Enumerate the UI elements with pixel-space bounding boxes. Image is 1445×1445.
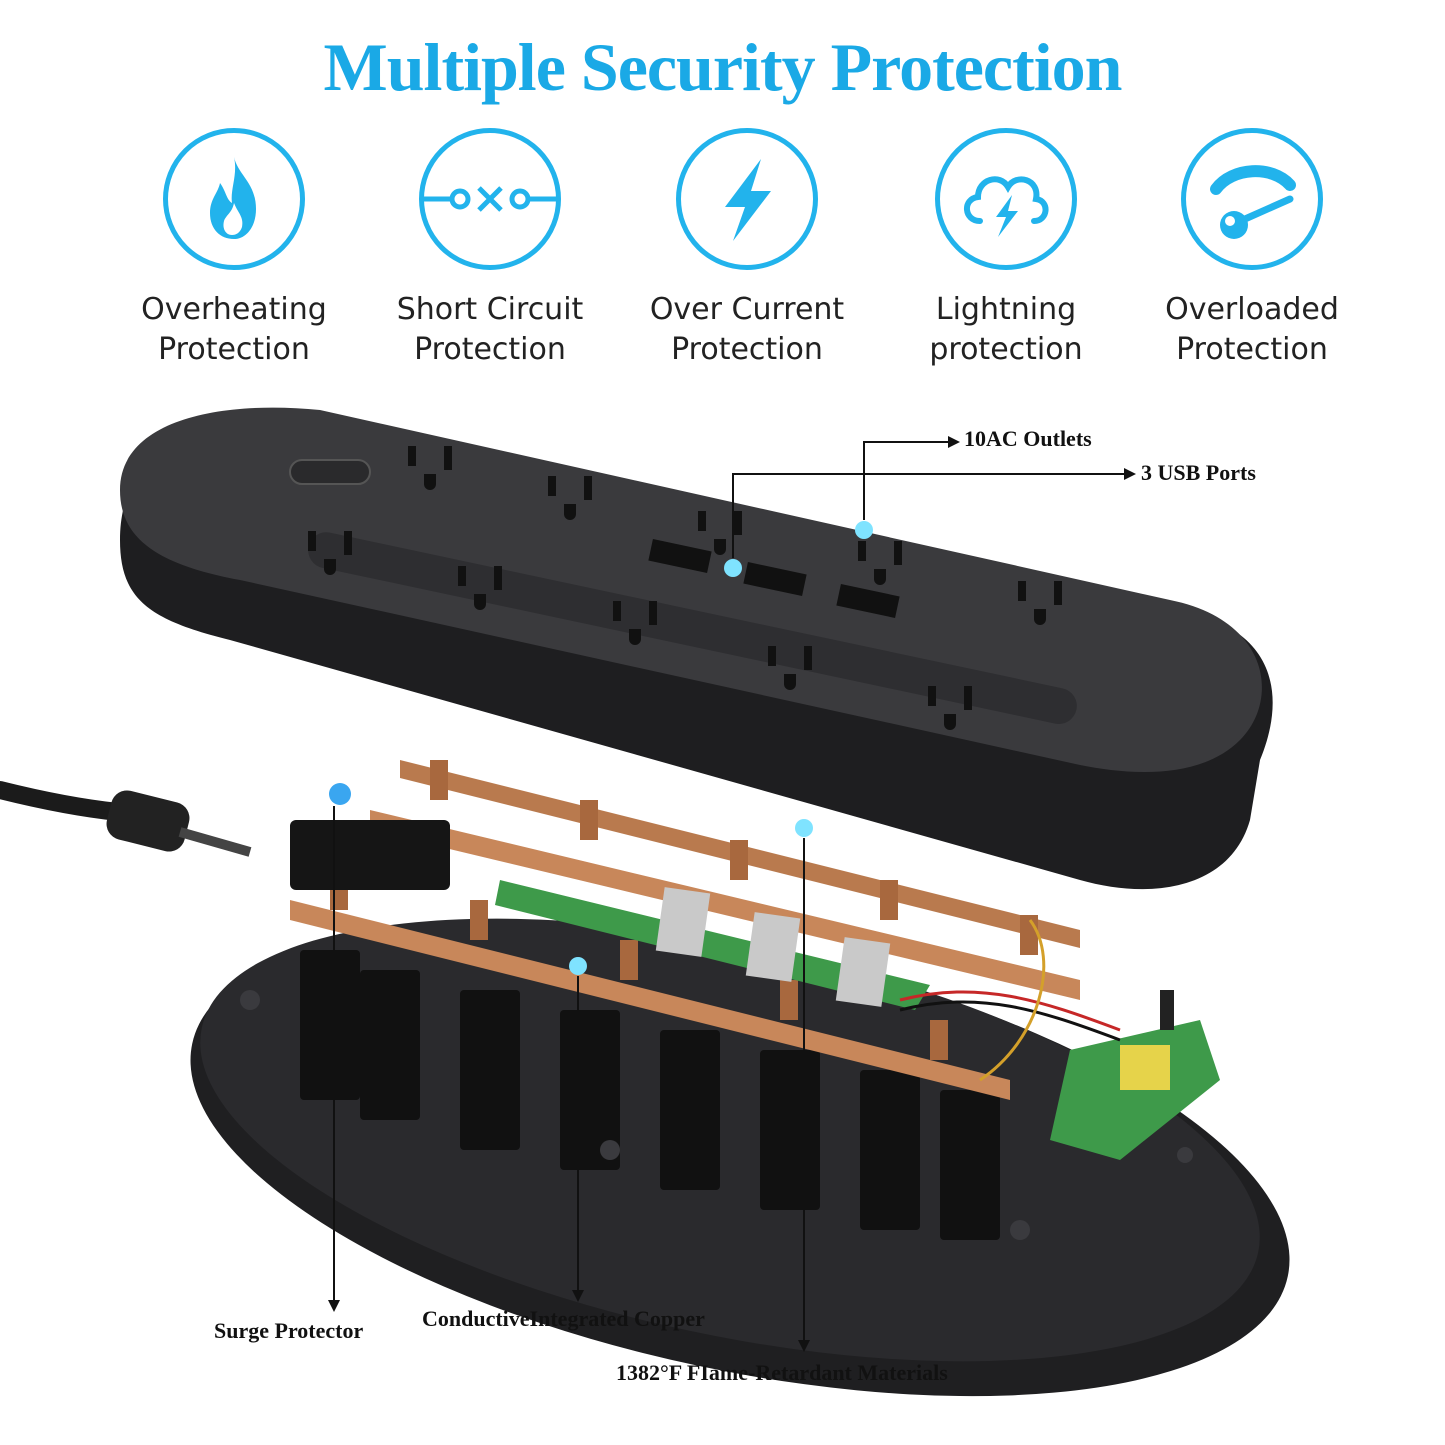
usb-ports	[648, 539, 900, 618]
callout-arrowheads	[328, 436, 1136, 1352]
feature-lightning: Lightning protection	[876, 128, 1136, 370]
feature-over-current: Over Current Protection	[617, 128, 877, 370]
power-switch	[289, 459, 371, 485]
top-cover	[120, 407, 1273, 890]
feature-label-line2: Protection	[414, 332, 566, 367]
usb-pcb	[495, 880, 930, 1010]
page-title: Multiple Security Protection	[323, 29, 1123, 105]
feature-label-line1: Overheating	[141, 292, 327, 327]
feature-label-line2: protection	[929, 332, 1083, 367]
power-cord	[0, 781, 252, 857]
feature-label-line1: Lightning	[935, 292, 1077, 327]
callout-copper: ConductiveIntegrated Copper	[422, 1306, 705, 1331]
callout-ac-outlets: 10AC Outlets	[964, 426, 1092, 451]
feature-label-line2: Protection	[1176, 332, 1328, 367]
feature-overloaded: Overloaded Protection	[1122, 128, 1382, 370]
feature-label-line2: Protection	[671, 332, 823, 367]
callout-lines	[333, 441, 1124, 1340]
feature-label-line1: Short Circuit	[396, 292, 584, 327]
flame-icon	[163, 128, 305, 270]
feature-overheating: Overheating Protection	[104, 128, 364, 370]
feature-short-circuit: Short Circuit Protection	[360, 128, 620, 370]
ac-outlets	[308, 446, 1062, 730]
lightning-bolt-icon	[676, 128, 818, 270]
base-tray	[190, 918, 1290, 1397]
power-strip-exploded-illustration	[0, 407, 1290, 1397]
surge-pcb	[899, 919, 1220, 1160]
callout-usb-ports: 3 USB Ports	[1141, 460, 1256, 485]
feature-label-line1: Overloaded	[1165, 292, 1339, 327]
storm-cloud-icon	[935, 128, 1077, 270]
callout-flame-retardant: 1382°F FIame-Retardant Materials	[616, 1360, 948, 1385]
callout-markers	[329, 521, 873, 975]
gauge-icon	[1181, 128, 1323, 270]
callout-surge-protector: Surge Protector	[214, 1318, 364, 1343]
feature-label-line2: Protection	[158, 332, 310, 367]
switch-block	[290, 820, 450, 890]
short-circuit-icon	[419, 128, 561, 270]
feature-label-line1: Over Current	[649, 292, 845, 327]
copper-conductor-bars	[290, 760, 1080, 1100]
